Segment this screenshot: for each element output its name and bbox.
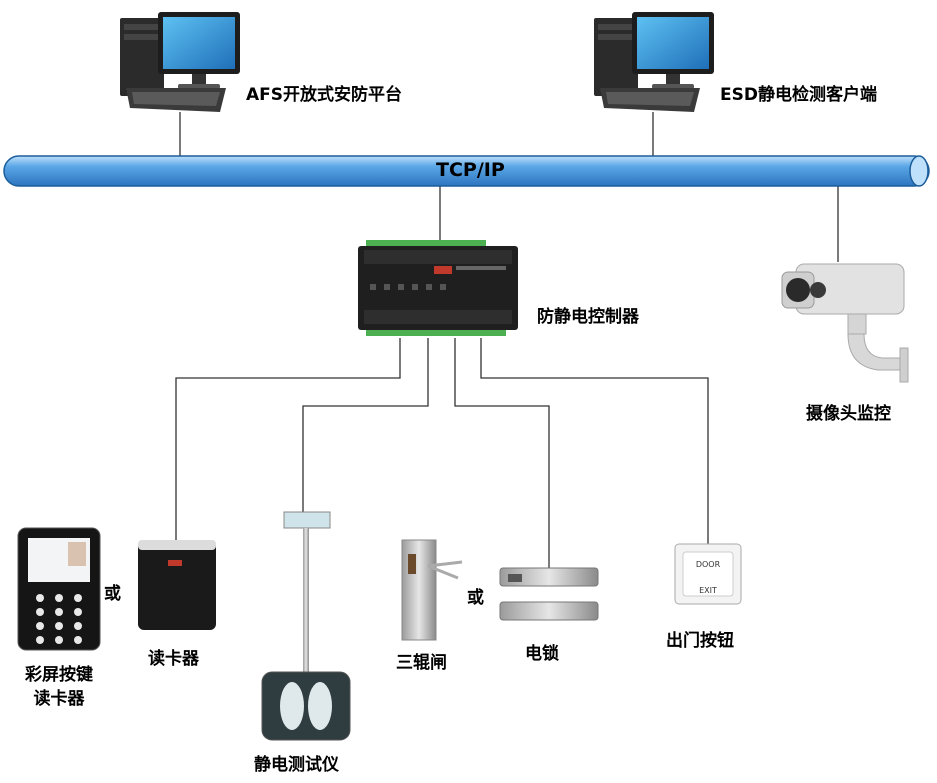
line-exit-button <box>480 338 709 545</box>
computer-afs-icon <box>120 12 240 112</box>
turnstile-label: 三辊闸 <box>396 653 447 673</box>
turnstile-icon <box>401 539 463 641</box>
or-connector-right: 或 <box>467 588 484 608</box>
tcpip-bus <box>3 155 930 187</box>
lock-label: 电锁 <box>525 644 559 664</box>
exit-button-exit-text: EXIT <box>699 586 717 595</box>
keypad-reader-label-line1: 彩屏按键 <box>25 665 93 685</box>
keypad-reader-icon <box>17 527 101 651</box>
exit-button-label: 出门按钮 <box>666 631 734 651</box>
exit-button-icon <box>674 543 742 605</box>
computer-esd-icon <box>594 12 714 112</box>
exit-button-door-text: DOOR <box>695 560 721 569</box>
connection-lines <box>175 112 839 570</box>
line-esd-tester <box>302 338 429 520</box>
line-card-reader <box>175 338 401 548</box>
camera-icon <box>781 263 909 383</box>
card-reader-icon <box>138 540 216 630</box>
esd-tester-icon <box>261 511 351 741</box>
esd-tester-label: 静电测试仪 <box>254 755 339 775</box>
line-lock <box>454 338 550 570</box>
or-connector-left: 或 <box>104 584 121 604</box>
card-reader-label: 读卡器 <box>148 649 199 669</box>
camera-label: 摄像头监控 <box>806 404 891 424</box>
keypad-reader-label-line2: 读卡器 <box>33 689 85 709</box>
afs-platform-label: AFS开放式安防平台 <box>246 85 403 105</box>
esd-client-label: ESD静电检测客户端 <box>720 85 877 105</box>
controller-label: 防静电控制器 <box>537 307 639 327</box>
controller-icon <box>358 240 518 336</box>
bus-label: TCP/IP <box>436 159 505 181</box>
electric-lock-icon <box>499 567 599 621</box>
